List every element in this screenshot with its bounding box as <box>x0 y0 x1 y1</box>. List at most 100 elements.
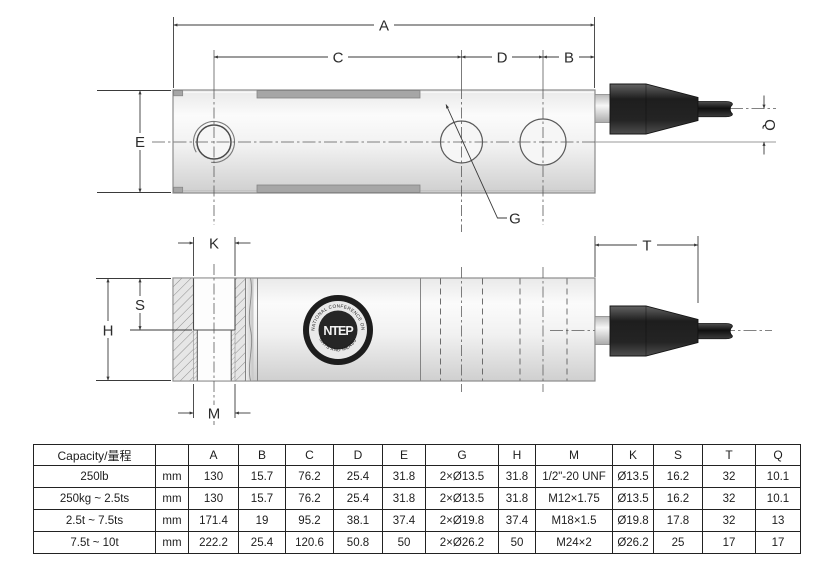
unit-cell: mm <box>155 465 189 488</box>
value-cell: 32 <box>702 465 756 488</box>
value-cell: 25.4 <box>333 465 383 488</box>
cable-gland-side <box>594 305 733 357</box>
dim-label-c: C <box>333 50 344 67</box>
section-cut <box>173 278 254 381</box>
dim-label-e: E <box>135 134 145 151</box>
value-cell: 38.1 <box>333 509 383 532</box>
side-view: NTEP NATIONAL CONFERENCE ON WEIGHTS AND … <box>0 0 772 425</box>
dimension-table: Capacity/量程 A B C D E G H M K S T Q 250l… <box>33 444 801 554</box>
value-cell: 32 <box>702 509 756 532</box>
value-cell: 17.8 <box>653 509 703 532</box>
column-header-d: D <box>333 444 383 466</box>
cable-side <box>697 323 733 340</box>
value-cell: Ø13.5 <box>612 465 654 488</box>
table-header-row: Capacity/量程 A B C D E G H M K S T Q <box>33 444 801 466</box>
value-cell: 50 <box>498 531 536 554</box>
cable-top <box>697 101 733 118</box>
value-cell: 130 <box>188 487 239 510</box>
column-header-c: C <box>285 444 334 466</box>
value-cell: 13 <box>755 509 801 532</box>
capacity-cell: 250kg ~ 2.5ts <box>33 487 156 510</box>
column-header-e: E <box>382 444 426 466</box>
value-cell: 31.8 <box>498 465 536 488</box>
dim-label-s: S <box>135 297 145 314</box>
value-cell: M12×1.75 <box>535 487 613 510</box>
value-cell: 32 <box>702 487 756 510</box>
dim-label-t: T <box>642 238 651 255</box>
value-cell: 50 <box>382 531 426 554</box>
value-cell: 15.7 <box>238 487 286 510</box>
unit-cell: mm <box>155 509 189 532</box>
column-header-a: A <box>188 444 239 466</box>
value-cell: 95.2 <box>285 509 334 532</box>
value-cell: 17 <box>702 531 756 554</box>
value-cell: 25 <box>653 531 703 554</box>
value-cell: 25.4 <box>238 531 286 554</box>
cable-gland-top <box>594 83 733 135</box>
mounting-slots <box>173 90 421 193</box>
column-header-b: B <box>238 444 286 466</box>
value-cell: 1/2"-20 UNF <box>535 465 613 488</box>
column-header-k: K <box>612 444 654 466</box>
value-cell: 37.4 <box>382 509 426 532</box>
value-cell: 76.2 <box>285 487 334 510</box>
column-header-h: H <box>498 444 536 466</box>
technical-drawing: A C D B E G Q <box>0 0 778 425</box>
value-cell: 16.2 <box>653 487 703 510</box>
value-cell: Ø13.5 <box>612 487 654 510</box>
value-cell: M18×1.5 <box>535 509 613 532</box>
value-cell: 222.2 <box>188 531 239 554</box>
ntep-logo-text: NTEP <box>323 324 353 338</box>
value-cell: Ø19.8 <box>612 509 654 532</box>
dim-label-d: D <box>497 50 508 67</box>
column-header-q: Q <box>755 444 801 466</box>
break-line <box>248 278 253 381</box>
column-header-t: T <box>702 444 756 466</box>
dim-label-q: Q <box>761 119 778 131</box>
top-view <box>152 50 776 232</box>
value-cell: 130 <box>188 465 239 488</box>
hidden-hole-lines <box>440 267 568 392</box>
dimension-labels-side: K M H S T <box>98 235 657 423</box>
dim-label-h: H <box>103 323 114 340</box>
unit-cell: mm <box>155 531 189 554</box>
value-cell: 37.4 <box>498 509 536 532</box>
column-header-s: S <box>653 444 703 466</box>
value-cell: 16.2 <box>653 465 703 488</box>
value-cell: 19 <box>238 509 286 532</box>
value-cell: 10.1 <box>755 487 801 510</box>
value-cell: 171.4 <box>188 509 239 532</box>
table-row: 250lb mm 130 15.7 76.2 25.4 31.8 2×Ø13.5… <box>33 465 801 488</box>
value-cell: 120.6 <box>285 531 334 554</box>
unit-cell: mm <box>155 487 189 510</box>
value-cell: 2×Ø13.5 <box>425 465 499 488</box>
value-cell: 50.8 <box>333 531 383 554</box>
dim-label-m: M <box>208 406 221 423</box>
value-cell: Ø26.2 <box>612 531 654 554</box>
value-cell: 31.8 <box>498 487 536 510</box>
capacity-cell: 250lb <box>33 465 156 488</box>
column-header-capacity: Capacity/量程 <box>33 444 156 466</box>
value-cell: 31.8 <box>382 465 426 488</box>
value-cell: 17 <box>755 531 801 554</box>
value-cell: 2×Ø19.8 <box>425 509 499 532</box>
value-cell: 15.7 <box>238 465 286 488</box>
value-cell: 76.2 <box>285 465 334 488</box>
value-cell: 2×Ø13.5 <box>425 487 499 510</box>
value-cell: M24×2 <box>535 531 613 554</box>
capacity-cell: 2.5t ~ 7.5ts <box>33 509 156 532</box>
column-header-unit <box>155 444 189 466</box>
column-header-m: M <box>535 444 613 466</box>
value-cell: 25.4 <box>333 487 383 510</box>
value-cell: 2×Ø26.2 <box>425 531 499 554</box>
dim-label-k: K <box>209 236 219 253</box>
dimension-labels-top: A C D B E G Q <box>130 17 778 228</box>
dim-label-b: B <box>564 50 574 67</box>
table-row: 2.5t ~ 7.5ts mm 171.4 19 95.2 38.1 37.4 … <box>33 509 801 532</box>
capacity-cell: 7.5t ~ 10t <box>33 531 156 554</box>
table-row: 7.5t ~ 10t mm 222.2 25.4 120.6 50.8 50 2… <box>33 531 801 554</box>
value-cell: 31.8 <box>382 487 426 510</box>
dim-label-a: A <box>379 18 389 35</box>
column-header-g: G <box>425 444 499 466</box>
